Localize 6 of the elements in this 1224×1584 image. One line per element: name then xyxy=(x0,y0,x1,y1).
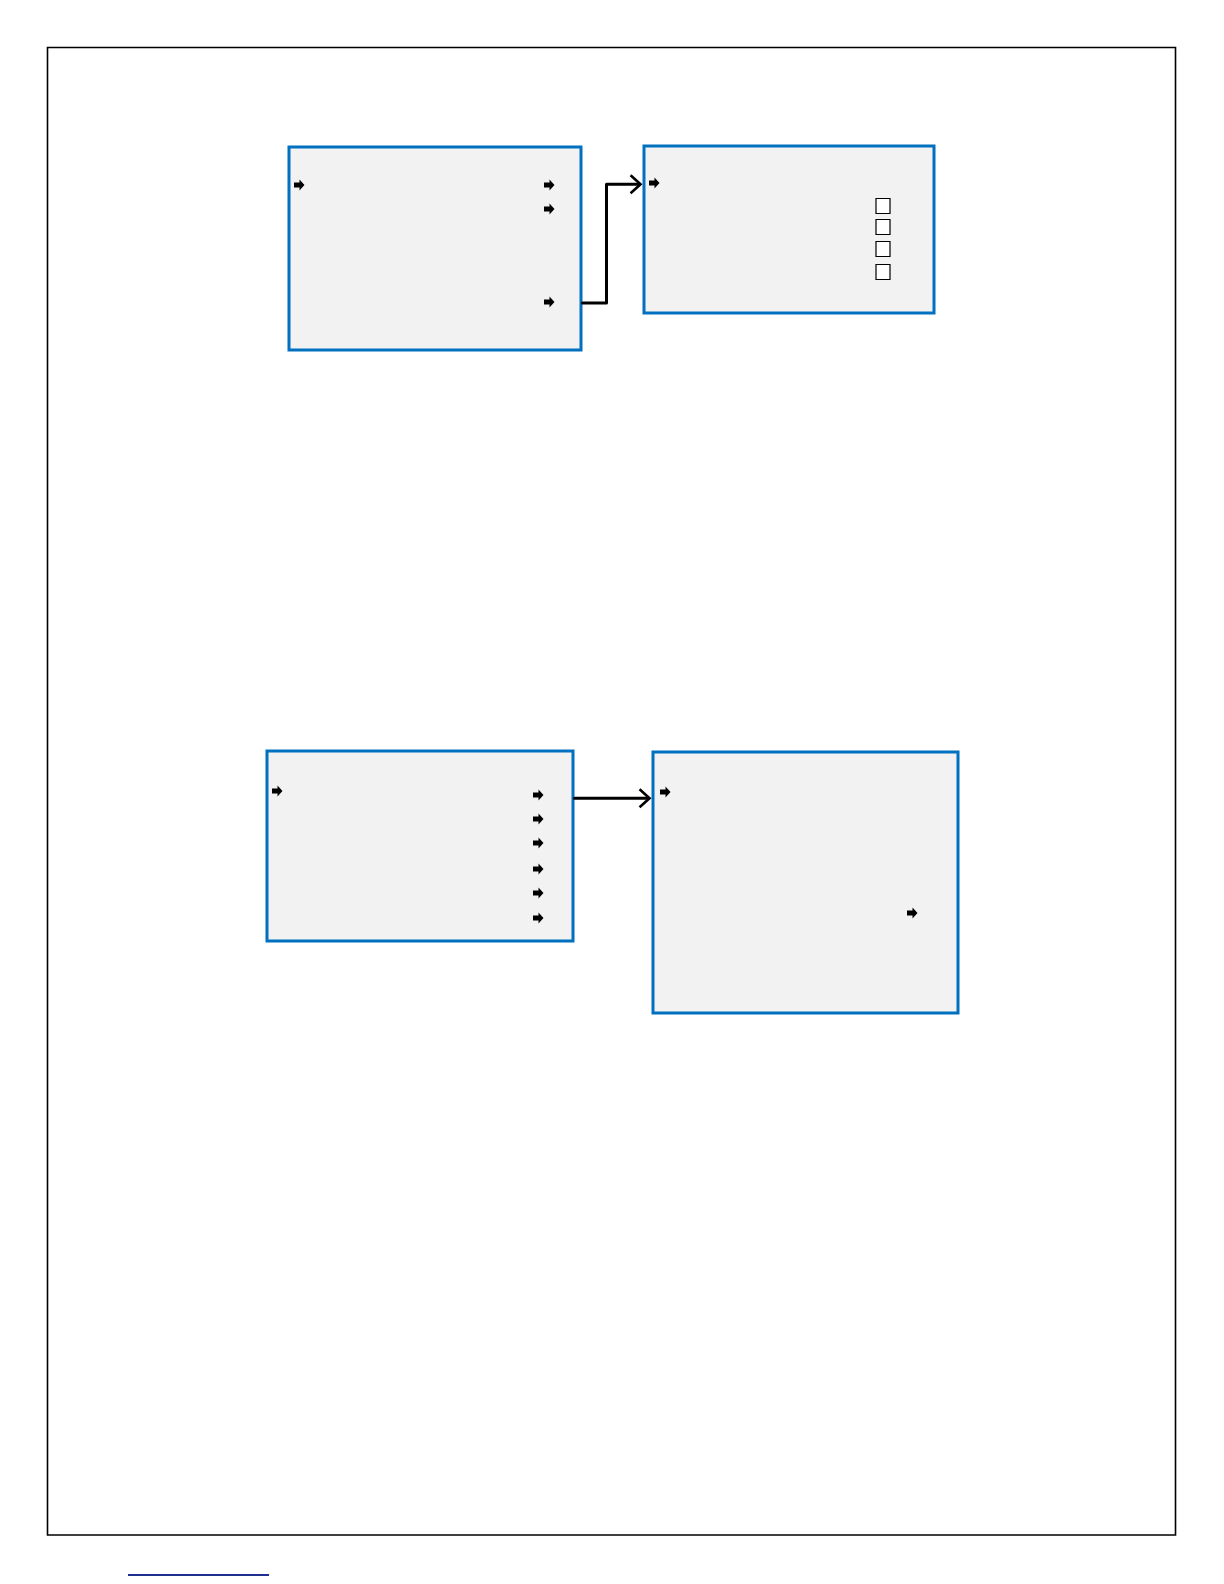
panel-box xyxy=(265,749,575,943)
arrow xyxy=(581,174,643,305)
panel-box xyxy=(642,144,936,315)
panel-box xyxy=(287,145,583,352)
panel-box xyxy=(651,750,960,1015)
arrow xyxy=(573,788,652,809)
